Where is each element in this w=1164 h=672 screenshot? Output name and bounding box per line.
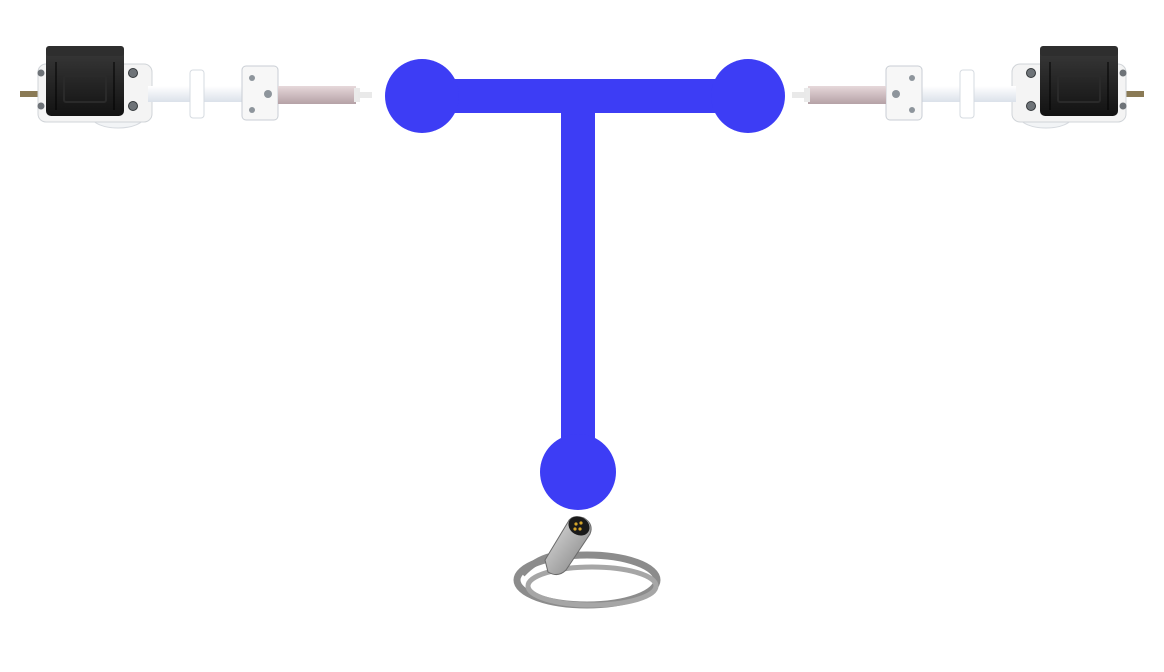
- connector-right-port: [711, 59, 785, 133]
- cabled-sensor-probe-icon: [513, 516, 661, 609]
- sensor-tip: [568, 516, 590, 536]
- connector-bottom-port: [540, 434, 616, 510]
- connector-left-port: [385, 59, 459, 133]
- t-junction-icon: [385, 59, 785, 510]
